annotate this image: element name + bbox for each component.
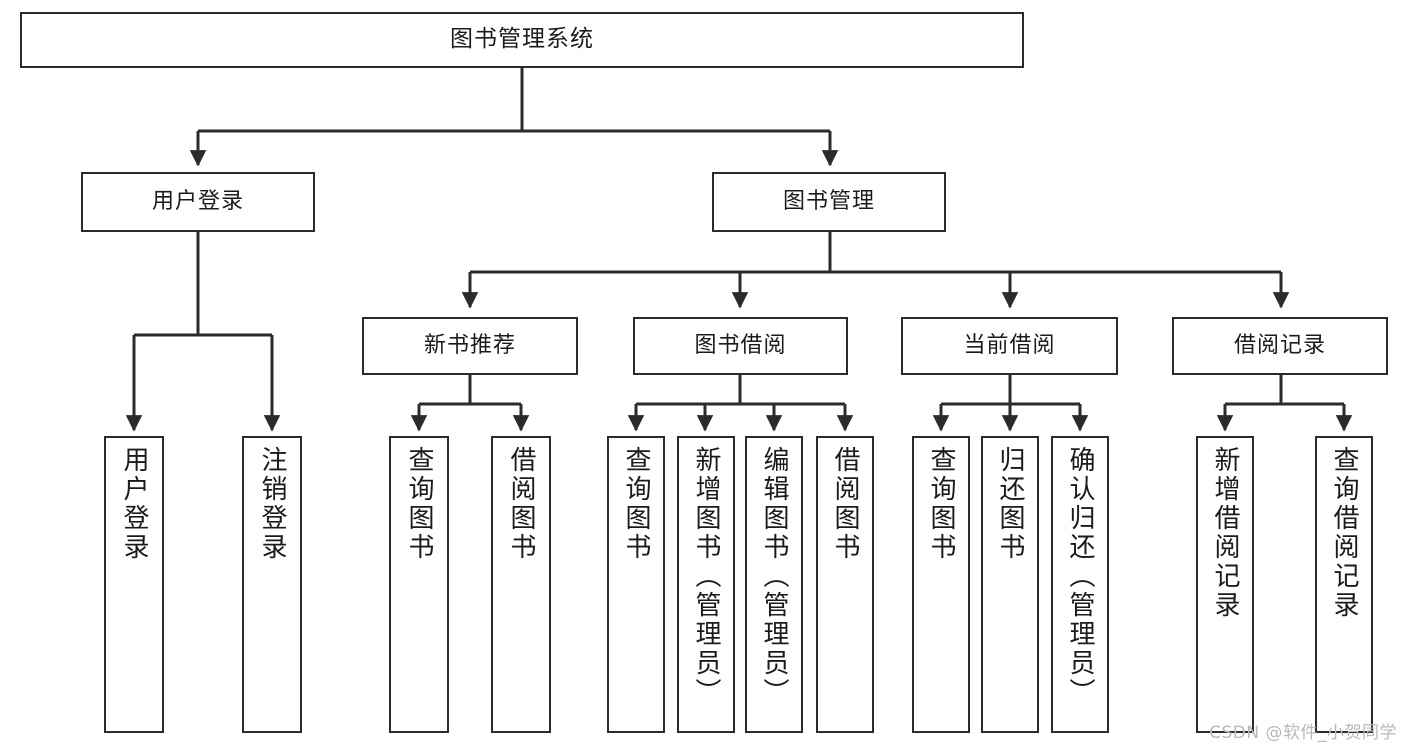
leaf-label: 查询图书 [926, 446, 956, 562]
leaf-user-login-0[interactable]: 用户登录 [104, 436, 164, 733]
node-book-manage[interactable]: 图书管理 [712, 172, 946, 232]
leaf-book-borrow-1[interactable]: 新增图书（管理员） [677, 436, 735, 733]
node-current-borrow-label: 当前借阅 [963, 333, 1056, 359]
node-new-book-rec-label: 新书推荐 [423, 333, 516, 359]
node-borrow-record-label: 借阅记录 [1233, 333, 1326, 359]
node-book-manage-label: 图书管理 [782, 189, 875, 215]
leaf-current-borrow-0[interactable]: 查询图书 [912, 436, 970, 733]
leaf-current-borrow-2[interactable]: 确认归还（管理员） [1051, 436, 1109, 733]
node-root[interactable]: 图书管理系统 [20, 12, 1024, 68]
leaf-new-book-rec-0[interactable]: 查询图书 [389, 436, 449, 733]
leaf-label: 借阅图书 [830, 446, 860, 562]
leaf-new-book-rec-1[interactable]: 借阅图书 [491, 436, 551, 733]
leaf-label: 确认归还（管理员） [1065, 446, 1095, 707]
leaf-label: 查询图书 [404, 446, 434, 562]
node-new-book-rec[interactable]: 新书推荐 [362, 317, 578, 375]
leaf-label: 归还图书 [995, 446, 1025, 562]
leaf-book-borrow-3[interactable]: 借阅图书 [816, 436, 874, 733]
node-root-label: 图书管理系统 [450, 26, 594, 53]
node-book-borrow-label: 图书借阅 [694, 333, 787, 359]
leaf-label: 新增借阅记录 [1210, 446, 1240, 620]
leaf-label: 用户登录 [119, 446, 149, 562]
node-current-borrow[interactable]: 当前借阅 [901, 317, 1118, 375]
node-book-borrow[interactable]: 图书借阅 [633, 317, 848, 375]
leaf-borrow-record-1[interactable]: 查询借阅记录 [1315, 436, 1373, 733]
leaf-label: 编辑图书（管理员） [759, 446, 789, 707]
leaf-borrow-record-0[interactable]: 新增借阅记录 [1196, 436, 1254, 733]
node-user-login[interactable]: 用户登录 [81, 172, 315, 232]
leaf-label: 查询图书 [621, 446, 651, 562]
leaf-label: 查询借阅记录 [1329, 446, 1359, 620]
csdn-watermark: CSDN @软件_小贺同学 [1209, 723, 1397, 743]
node-user-login-label: 用户登录 [151, 189, 244, 215]
leaf-book-borrow-0[interactable]: 查询图书 [607, 436, 665, 733]
leaf-label: 借阅图书 [506, 446, 536, 562]
leaf-book-borrow-2[interactable]: 编辑图书（管理员） [745, 436, 803, 733]
leaf-current-borrow-1[interactable]: 归还图书 [981, 436, 1039, 733]
leaf-user-login-1[interactable]: 注销登录 [242, 436, 302, 733]
node-borrow-record[interactable]: 借阅记录 [1172, 317, 1388, 375]
leaf-label: 新增图书（管理员） [691, 446, 721, 707]
leaf-label: 注销登录 [257, 446, 287, 562]
